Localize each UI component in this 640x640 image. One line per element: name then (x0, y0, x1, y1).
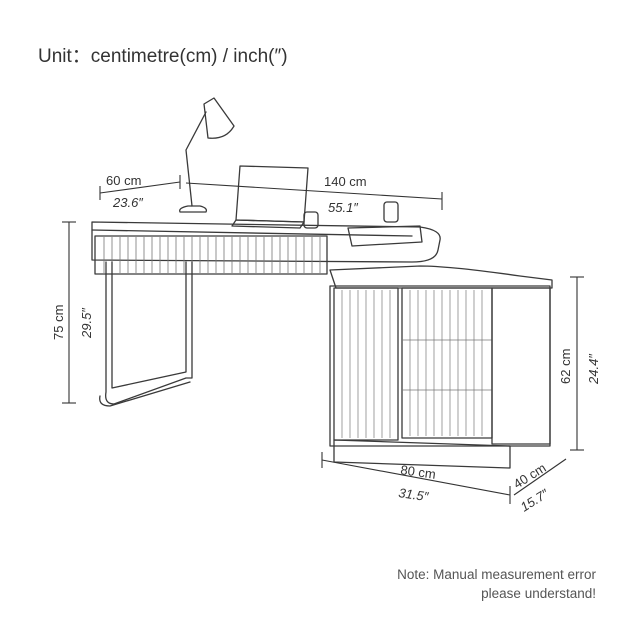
width-in-label: 55.1″ (328, 200, 358, 215)
note-line-1: Note: Manual measurement error (397, 567, 596, 582)
dimension-lines (62, 175, 584, 504)
width-cm-label: 140 cm (324, 174, 367, 189)
cabinet-height-cm-label: 62 cm (558, 349, 573, 384)
height-in-label: 29.5″ (79, 308, 94, 339)
depth-cm-label: 60 cm (106, 173, 141, 188)
note-line-2: please understand! (481, 586, 596, 601)
measurement-note: Note: Manual measurement error please un… (397, 565, 596, 603)
cabinet-height-in-label: 24.4″ (586, 354, 601, 385)
cabinet-width-cm-label: 80 cm (400, 462, 437, 482)
cabinet-width-in-label: 31.5″ (398, 485, 430, 504)
unit-label: Unit：centimetre(cm) / inch(″) (38, 46, 288, 67)
desk-illustration (91, 97, 553, 469)
depth-in-label: 23.6″ (112, 195, 143, 210)
height-cm-label: 75 cm (51, 305, 66, 340)
cabinet-depth-in-label: 15.7″ (518, 486, 552, 515)
